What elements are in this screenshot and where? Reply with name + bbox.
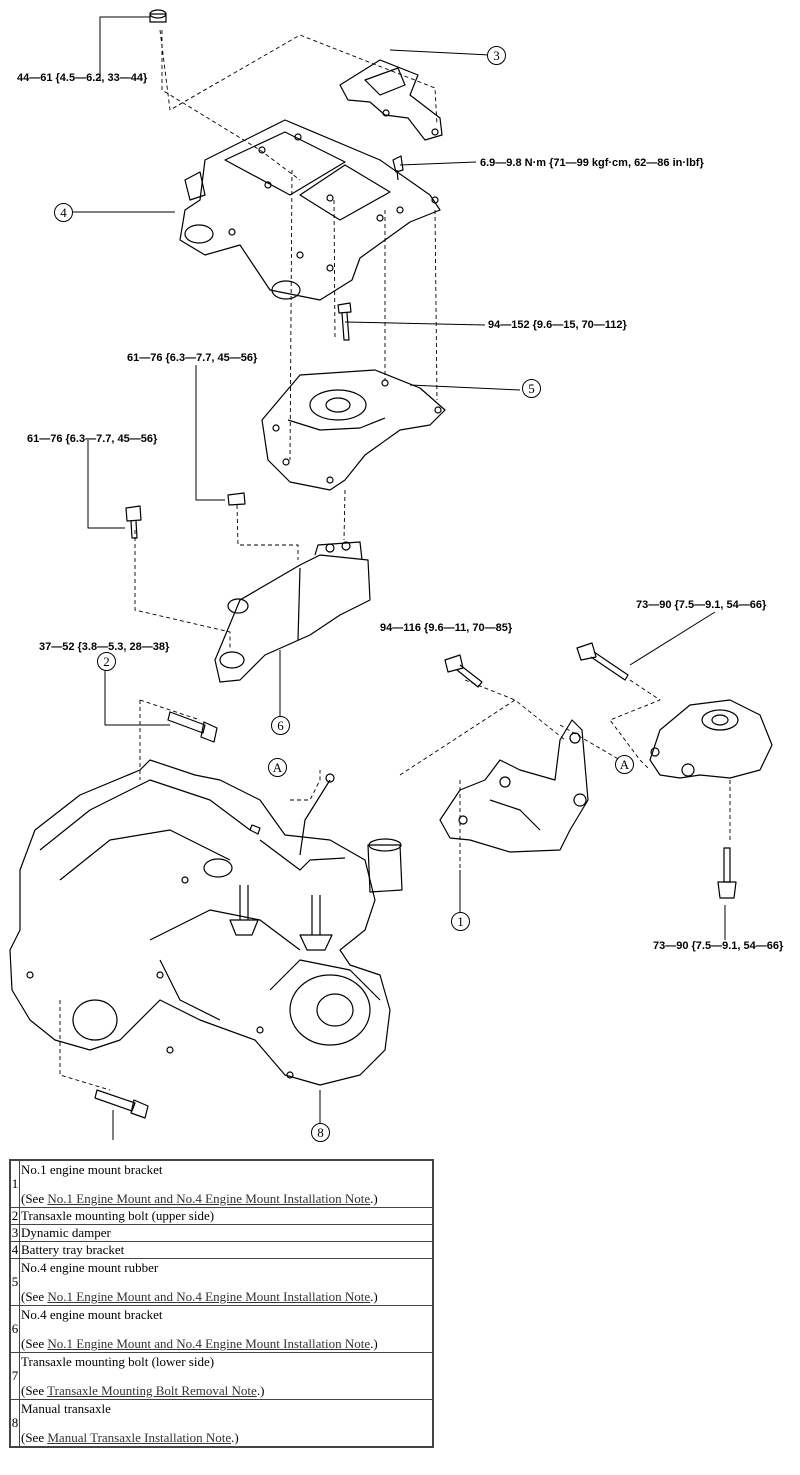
torque-label-damper: 6.9—9.8 N·m {71—99 kgf·cm, 62—86 in·lbf} [480,157,704,169]
damper-bolt [392,155,404,181]
bracket-bolt [125,505,142,539]
legend-row: 1 No.1 engine mount bracket (See No.1 En… [9,1159,434,1208]
legend-row: 3 Dynamic damper [9,1224,434,1242]
legend-index: 4 [9,1241,20,1259]
legend-description: Manual transaxle (See Manual Transaxle I… [19,1399,434,1448]
mount-upper-bolt [576,642,629,681]
dynamic-damper [339,59,443,141]
callout-a-left: A [268,758,287,777]
legend-row: 6 No.4 engine mount bracket (See No.1 En… [9,1305,434,1353]
legend-index: 3 [9,1224,20,1242]
mount-lower-bolt [717,847,737,899]
alignment-lines [59,29,731,1091]
legend-index: 2 [9,1207,20,1225]
torque-label-mount-bolt: 94—152 {9.6—15, 70—112} [488,319,627,331]
legend-row: 8 Manual transaxle (See Manual Transaxle… [9,1399,434,1448]
battery-tray-bracket [179,119,441,301]
callout-8: 8 [311,1123,330,1142]
legend-row: 7 Transaxle mounting bolt (lower side) (… [9,1352,434,1400]
no1-engine-mount-bracket [439,719,589,853]
legend-link[interactable]: No.1 Engine Mount and No.4 Engine Mount … [47,1288,371,1304]
callout-6: 6 [271,716,290,735]
legend-see: (See Manual Transaxle Installation Note.… [21,1429,239,1445]
legend-index: 6 [9,1305,20,1353]
no1-bracket-bolt [444,654,483,688]
torque-label-upper-left: 44—61 {4.5—6.2, 33—44} [17,72,148,84]
torque-label-no1-bolt: 94—116 {9.6—11, 70—85} [380,622,513,634]
exploded-diagram [9,9,773,1140]
torque-label-upper-bolt: 37—52 {3.8—5.3, 28—38} [39,641,170,653]
callout-4: 4 [54,203,73,222]
callout-3: 3 [487,46,506,65]
no4-engine-mount-rubber [261,369,446,491]
legend-index: 5 [9,1258,20,1306]
legend-see: (See No.1 Engine Mount and No.4 Engine M… [21,1288,378,1304]
legend-description: No.1 engine mount bracket (See No.1 Engi… [19,1159,434,1208]
callout-a-right: A [615,755,634,774]
legend-row: 4 Battery tray bracket [9,1241,434,1259]
parts-legend-table: 1 No.1 engine mount bracket (See No.1 En… [9,1159,434,1448]
manual-transaxle [9,759,403,1086]
legend-link[interactable]: No.1 Engine Mount and No.4 Engine Mount … [47,1335,371,1351]
legend-title: Battery tray bracket [19,1241,434,1259]
legend-title: Dynamic damper [19,1224,434,1242]
legend-index: 7 [9,1352,20,1400]
legend-description: No.4 engine mount rubber (See No.1 Engin… [19,1258,434,1306]
legend-link[interactable]: Transaxle Mounting Bolt Removal Note [47,1382,257,1398]
legend-index: 1 [9,1159,20,1208]
legend-title: Transaxle mounting bolt (upper side) [19,1207,434,1225]
no4-engine-mount-bracket [214,541,371,683]
legend-row: 5 No.4 engine mount rubber (See No.1 Eng… [9,1258,434,1306]
legend-link[interactable]: Manual Transaxle Installation Note [47,1429,232,1445]
torque-label-right-upper: 73—90 {7.5—9.1, 54—66} [636,599,767,611]
mount-rubber-bolt [337,302,352,341]
legend-description: Transaxle mounting bolt (lower side) (Se… [19,1352,434,1400]
legend-see: (See No.1 Engine Mount and No.4 Engine M… [21,1190,378,1206]
legend-title: Manual transaxle [21,1400,111,1416]
legend-title: Transaxle mounting bolt (lower side) [21,1353,215,1369]
legend-see: (See Transaxle Mounting Bolt Removal Not… [21,1382,265,1398]
callout-1: 1 [451,912,470,931]
torque-label-right-lower: 73—90 {7.5—9.1, 54—66} [653,940,784,952]
top-nut [149,9,167,23]
legend-title: No.4 engine mount rubber [21,1259,159,1275]
torque-label-bracket-nut: 61—76 {6.3—7.7, 45—56} [127,352,258,364]
legend-link[interactable]: No.1 Engine Mount and No.4 Engine Mount … [47,1190,371,1206]
callout-5: 5 [522,379,541,398]
transaxle-lower-bolt [94,1089,149,1119]
leader-lines [68,16,726,1140]
transaxle-upper-bolt [167,711,218,743]
callout-2: 2 [97,652,116,671]
legend-index: 8 [9,1399,20,1448]
bracket-nut [227,492,246,506]
legend-description: No.4 engine mount bracket (See No.1 Engi… [19,1305,434,1353]
no1-engine-mount-rubber [649,699,773,779]
torque-label-bracket-bolt: 61—76 {6.3—7.7, 45—56} [27,433,158,445]
legend-row: 2 Transaxle mounting bolt (upper side) [9,1207,434,1225]
legend-title: No.1 engine mount bracket [21,1161,163,1177]
legend-title: No.4 engine mount bracket [21,1306,163,1322]
legend-see: (See No.1 Engine Mount and No.4 Engine M… [21,1335,378,1351]
